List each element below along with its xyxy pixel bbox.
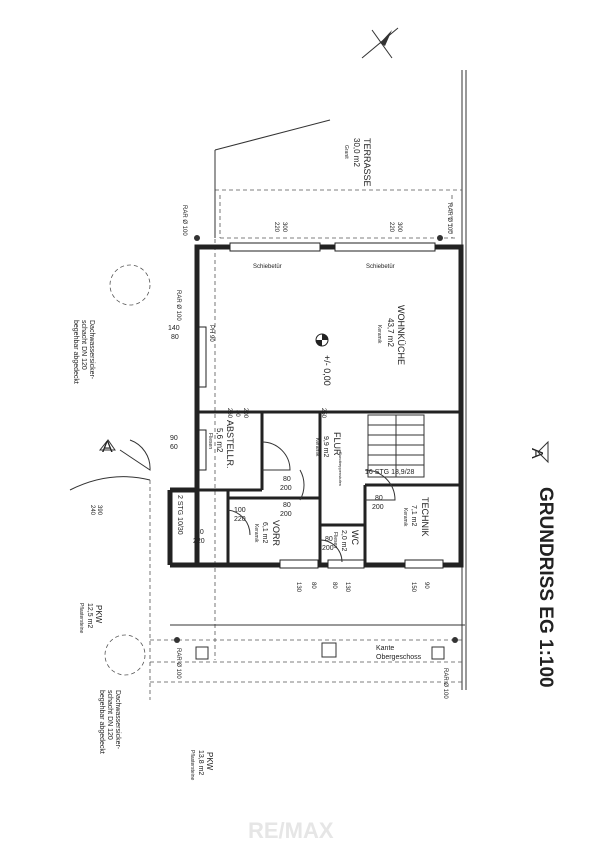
room-wohnkueche-area: 43,7 m2 [386, 318, 395, 347]
dim-label: 80 [331, 582, 337, 589]
soakaway-note-line2: schacht DN 120 [106, 690, 113, 740]
ph-label: PH 90 [208, 325, 214, 342]
rar-label: RAR Ø 100 [446, 203, 452, 234]
window-icon [198, 326, 207, 388]
terrace-windows [198, 242, 444, 569]
dim-label: 260 [226, 408, 232, 419]
soakaway-note-line2: schacht DN 120 [80, 320, 87, 370]
watermark-logo: RE/MAX [248, 818, 334, 843]
dim-label: 200 [322, 545, 334, 552]
room-flur-name: FLUR [332, 432, 342, 456]
plan-title: GRUNDRISS EG 1:100 [535, 487, 556, 688]
dim-label: 130 [295, 582, 301, 593]
room-technik-floor: Keramik [402, 508, 408, 527]
room-wc-floor: Fliesen [332, 532, 338, 548]
level-label: +/- 0,00 [322, 355, 332, 386]
dim-label: 80 [310, 582, 316, 589]
dim-label: 200 [242, 408, 248, 419]
dim-label: 150 [410, 582, 416, 593]
room-flur-area: 9,9 m2 [322, 436, 329, 458]
stairs [367, 414, 425, 478]
room-wc-area: 2,0 m2 [340, 530, 347, 552]
window-icon [279, 559, 319, 569]
room-wc-name: WC [350, 530, 360, 545]
window-icon [404, 559, 444, 569]
room-terrace-name: TERRASSE [362, 138, 372, 187]
dim-label: 220 [193, 538, 205, 545]
dim-label: 140 [168, 325, 180, 332]
dim-label: 220 [388, 222, 394, 233]
dim-label: 100 [234, 507, 246, 514]
level-marker-icon [315, 333, 329, 347]
door-swings [69, 439, 396, 563]
section-label-right: A [528, 448, 545, 459]
dim-label: 200 [280, 511, 292, 518]
room-pkw-upper-area: 12,5 m2 [86, 603, 93, 628]
dim-label: 80 [171, 334, 179, 341]
rar-label: RAR Ø 100 [175, 648, 181, 679]
stairs-flur-label: 16 STG 18,9/28 [365, 469, 415, 476]
room-flur-floor: Keramik [314, 438, 320, 457]
room-vorr-area: 6,1 m2 [261, 522, 268, 544]
obergeschoss-label: Obergeschoss [376, 654, 422, 661]
interior-walls [197, 410, 461, 565]
dim-label: 80 [234, 410, 240, 417]
dim-label: 300 [281, 222, 287, 233]
dim-label: 80 [283, 476, 291, 483]
room-technik-name: TECHNIK [420, 497, 430, 537]
dim-label: 220 [273, 222, 279, 233]
rar-label: RAR Ø 100 [181, 205, 187, 236]
window-icon [327, 559, 365, 569]
room-terrace-floor: Granit [343, 145, 349, 159]
rar-label: RAR Ø 100 [442, 668, 448, 699]
north-arrow-icon [361, 27, 399, 59]
dim-label: 200 [372, 504, 384, 511]
dim-label: 80 [325, 536, 333, 543]
rar-label: RAR Ø 100 [175, 290, 181, 321]
dim-label: 90 [423, 582, 429, 589]
section-markers [98, 439, 549, 464]
room-pkw-lower-area: 13,8 m2 [197, 750, 204, 775]
dim-label: 220 [234, 516, 246, 523]
room-pkw-upper-name: PKW [94, 605, 103, 624]
dim-label: 80 [375, 495, 383, 502]
soakaway-shafts [104, 264, 151, 676]
sliding-door-label: Schiebetür [366, 264, 395, 270]
dim-label: 240 [89, 505, 95, 516]
room-flur-note: Rundtreppenstufen [338, 452, 343, 486]
window-icon [198, 429, 207, 471]
sliding-door-label: Schiebetür [253, 264, 282, 270]
room-pkw-lower-floor: Pflastersteine [189, 750, 195, 781]
dim-label: 390 [96, 505, 102, 516]
section-label-left: A [102, 439, 113, 456]
dim-label: 250 [320, 408, 326, 419]
room-abstellr-area: 5,6 m2 [215, 428, 224, 453]
room-wohnkueche-name: WOHNKÜCHE [396, 305, 406, 365]
dim-label: 90 [170, 435, 178, 442]
soakaway-note-line1: Dachwassersicker- [114, 690, 121, 750]
kante-label: Kante [376, 645, 394, 652]
stairs-entry-label: 2 STG 10/30 [176, 495, 183, 535]
dim-label: 80 [283, 502, 291, 509]
room-technik-area: 7,1 m2 [410, 505, 417, 527]
room-vorr-name: VORR [271, 520, 281, 547]
dim-label: 130 [344, 582, 350, 593]
room-abstellr-floor: Fliesen [207, 433, 213, 449]
dim-label: 60 [170, 444, 178, 451]
soakaway-note-line3: begehbar abgedeckt [72, 320, 79, 384]
terrace [214, 119, 458, 239]
dim-label: 80 [196, 529, 204, 536]
room-wohnkueche-floor: Keramik [376, 325, 382, 344]
room-terrace-area: 30,0 m2 [352, 138, 361, 167]
dim-label: 300 [396, 222, 402, 233]
room-pkw-upper-floor: Pflastersteine [78, 603, 84, 634]
room-pkw-lower-name: PKW [205, 752, 214, 771]
soakaway-note-line1: Dachwassersicker- [88, 320, 95, 380]
drain-points [174, 235, 458, 660]
room-abstellr-name: ABSTELLR. [225, 420, 235, 469]
room-vorr-floor: Keramik [253, 524, 259, 543]
dim-label: 200 [280, 485, 292, 492]
soakaway-note-line3: begehbar abgedeckt [98, 690, 105, 754]
